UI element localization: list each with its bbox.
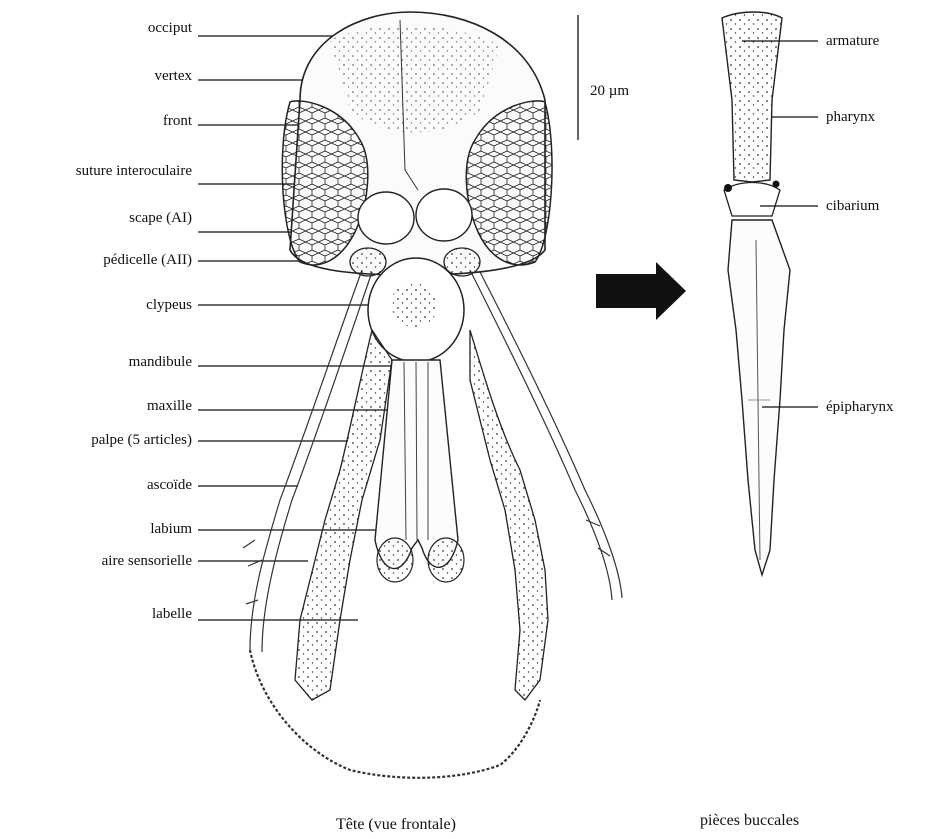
left-scape xyxy=(358,192,414,244)
proboscis xyxy=(375,360,464,582)
label-ascoide: ascoïde xyxy=(147,476,192,494)
label-pharynx: pharynx xyxy=(826,108,875,126)
label-labelle: labelle xyxy=(152,605,192,623)
label-clypeus: clypeus xyxy=(146,296,192,314)
left-pedicel xyxy=(350,248,386,276)
label-aire-sensorielle: aire sensorielle xyxy=(102,552,192,570)
label-labium: labium xyxy=(150,520,192,538)
caption-mouthparts: pièces buccales xyxy=(700,812,799,830)
right-scape xyxy=(416,189,472,241)
label-suture-interoculaire: suture interoculaire xyxy=(76,162,192,180)
label-armature: armature xyxy=(826,32,879,50)
label-vertex: vertex xyxy=(155,67,192,85)
label-pedicelle: pédicelle (AII) xyxy=(103,251,192,269)
caption-head: Tête (vue frontale) xyxy=(336,816,456,834)
label-mandibule: mandibule xyxy=(129,353,192,371)
label-maxille: maxille xyxy=(147,397,192,415)
label-cibarium: cibarium xyxy=(826,197,879,215)
mouthparts-drawing xyxy=(722,12,790,575)
label-scape: scape (AI) xyxy=(129,209,192,227)
scale-bar-label: 20 µm xyxy=(590,82,629,100)
antennal-flagellum-tip xyxy=(250,650,540,778)
label-front: front xyxy=(163,112,192,130)
arrow xyxy=(596,262,686,320)
label-epipharynx: épipharynx xyxy=(826,398,893,416)
label-palpe: palpe (5 articles) xyxy=(91,431,192,449)
label-occiput: occiput xyxy=(148,19,192,37)
